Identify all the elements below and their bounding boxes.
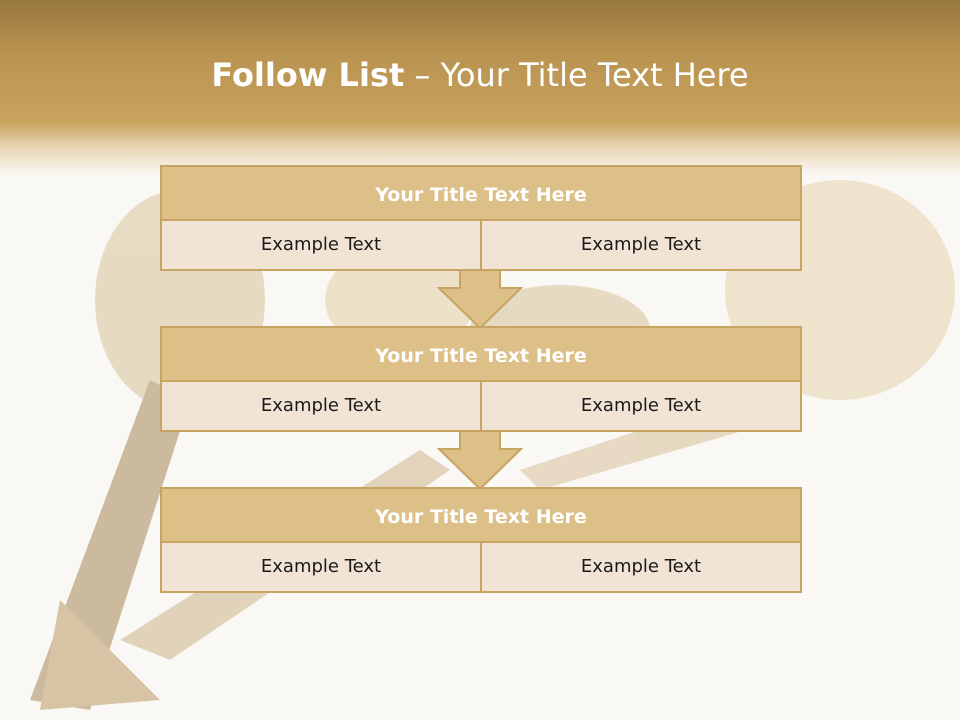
block-cell-right: Example Text bbox=[482, 382, 802, 432]
block-title: Your Title Text Here bbox=[160, 326, 802, 382]
block-title: Your Title Text Here bbox=[160, 487, 802, 543]
block-cell-right: Example Text bbox=[482, 221, 802, 271]
slide-title-bold: Follow List bbox=[211, 56, 405, 94]
down-arrow-icon bbox=[437, 431, 523, 491]
list-block-1: Your Title Text Here Example Text Exampl… bbox=[160, 165, 802, 271]
header-band bbox=[0, 0, 960, 175]
list-block-3: Your Title Text Here Example Text Exampl… bbox=[160, 487, 802, 593]
block-title: Your Title Text Here bbox=[160, 165, 802, 221]
block-cell-left: Example Text bbox=[160, 221, 482, 271]
block-cell-left: Example Text bbox=[160, 382, 482, 432]
down-arrow-icon bbox=[437, 270, 523, 330]
block-cell-right: Example Text bbox=[482, 543, 802, 593]
block-cell-left: Example Text bbox=[160, 543, 482, 593]
slide-title: Follow List – Your Title Text Here bbox=[0, 56, 960, 94]
slide-title-rest: – Your Title Text Here bbox=[414, 56, 749, 94]
list-block-2: Your Title Text Here Example Text Exampl… bbox=[160, 326, 802, 432]
